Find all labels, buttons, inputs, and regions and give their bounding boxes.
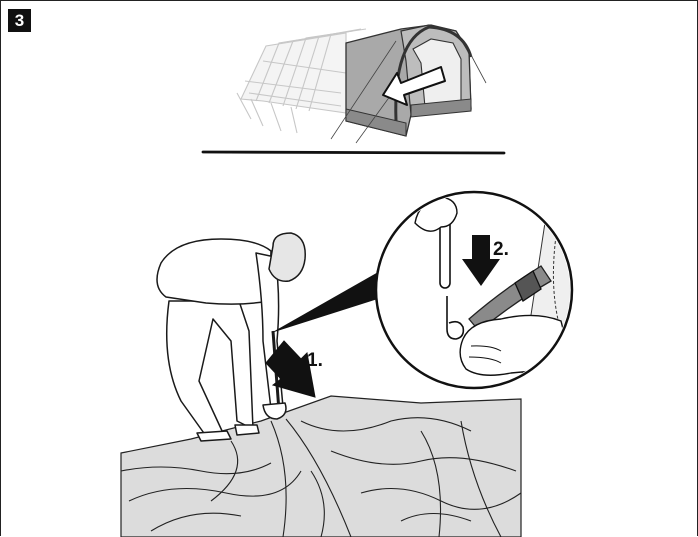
- person-figure: [157, 233, 305, 441]
- step-two-label: 2.: [493, 239, 509, 260]
- person-head: [269, 233, 305, 281]
- ground-sheet: [121, 396, 521, 537]
- ground-line: [203, 152, 504, 153]
- person-torso: [157, 239, 271, 304]
- person-legs: [167, 301, 253, 436]
- person-hand: [263, 403, 286, 419]
- step-one-label: 1.: [307, 350, 323, 371]
- tent-illustration: [203, 25, 504, 153]
- detail-zoom-circle: 2.: [376, 192, 601, 388]
